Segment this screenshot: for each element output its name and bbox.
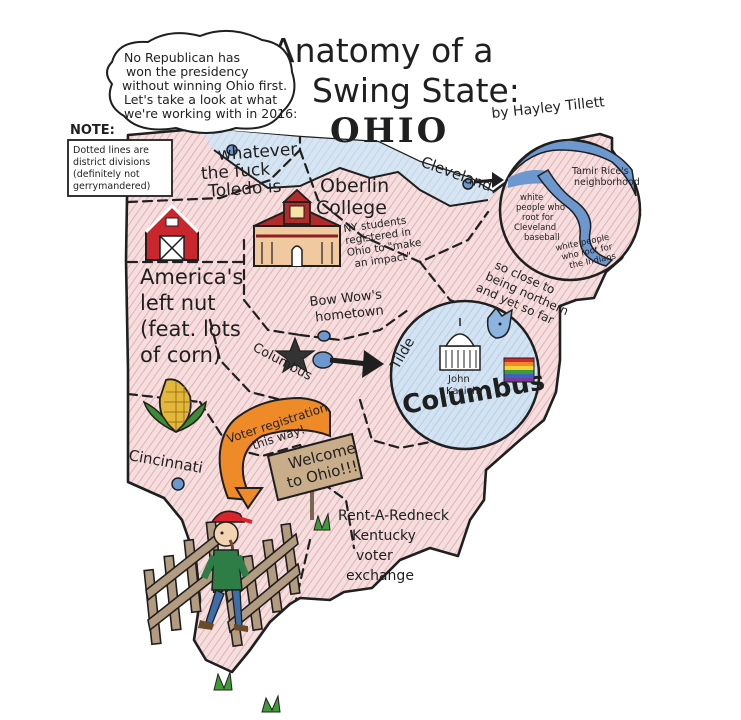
note-line: (definitely not xyxy=(73,169,140,180)
note-heading: NOTE: xyxy=(70,123,115,138)
bow-wow-label: hometown xyxy=(315,303,385,325)
svg-text:Tamir Rice's neighborhoo: Tamir Rice's neighborhood xyxy=(571,166,640,188)
svg-text:Oberlin College: Oberlin College xyxy=(316,175,395,219)
left-nut-label: of corn) xyxy=(140,343,221,367)
svg-text:No Republican has won th: No Republican has won the presidency wit… xyxy=(122,50,297,121)
rainbow-flag-icon xyxy=(503,357,535,383)
toledo-dot xyxy=(226,144,238,156)
inset-white-baseball: Cleveland xyxy=(514,223,556,233)
svg-text:Dotted lines are distric: Dotted lines are district divisions (def… xyxy=(73,145,153,192)
cleveland-dot xyxy=(462,178,474,190)
oberlin-label: College xyxy=(316,197,387,219)
note-line: district divisions xyxy=(73,157,150,168)
redneck-label: Rent-A-Redneck xyxy=(338,508,450,524)
redneck-figure xyxy=(198,510,253,632)
cleveland-inset: Tamir Rice's neighborhood white people w… xyxy=(498,138,642,282)
lake-shore xyxy=(213,149,489,208)
star-icon xyxy=(274,336,316,374)
svg-text:America's left nut (fe: America's left nut (feat. lots of corn) xyxy=(140,265,250,367)
kasich-label: Kasich xyxy=(446,386,478,397)
inset-white-baseball: baseball xyxy=(524,233,560,243)
svg-text:John Kasich: John Kasich xyxy=(446,374,478,397)
redneck-label: Kentucky xyxy=(352,528,416,544)
columbus-inset: John Kasich Tilde Columbus xyxy=(387,299,547,451)
corn-icon xyxy=(142,378,207,434)
note-box: NOTE: Dotted lines are district division… xyxy=(67,123,173,197)
svg-text:Bow Wow's hometown: Bow Wow's hometown xyxy=(309,287,389,326)
note-line: gerrymandered) xyxy=(73,181,150,192)
inset-tamir: Tamir Rice's xyxy=(571,166,629,177)
welcome-sign: Welcome to Ohio!!! xyxy=(266,432,364,520)
left-nut-label: America's xyxy=(140,265,243,289)
intro-cloud: No Republican has won the presidency wit… xyxy=(106,29,297,134)
intro-line: we're working with in 2016: xyxy=(124,106,297,121)
note-line: Dotted lines are xyxy=(73,145,149,156)
intro-line: No Republican has xyxy=(124,50,240,65)
capitol-building-icon xyxy=(439,318,481,371)
cincinnati-dot xyxy=(171,477,185,491)
left-nut-label: (feat. lots xyxy=(140,317,241,341)
schoolhouse-icon xyxy=(253,188,341,267)
svg-text:white people who r: white people who root for Cleveland base… xyxy=(514,193,568,243)
oberlin-label: Oberlin xyxy=(320,175,389,197)
kasich-label: John xyxy=(447,374,470,385)
title-state: OHIO xyxy=(330,111,449,151)
grass-tuft-icon xyxy=(213,512,331,713)
lake-erie xyxy=(200,128,493,206)
inset-white-baseball: white xyxy=(520,193,543,203)
redneck-label: exchange xyxy=(346,568,414,584)
title-line-1: Anatomy of a xyxy=(272,31,494,70)
intro-line: without winning Ohio first. xyxy=(122,78,287,93)
svg-text:white people who root fo: white people who root for the Indians xyxy=(555,232,618,273)
intro-line: won the presidency xyxy=(126,64,249,79)
inset-tamir: neighborhood xyxy=(574,177,640,188)
inset-white-baseball: people who xyxy=(516,203,565,213)
redneck-label: voter xyxy=(356,548,393,564)
bow-wow-dot xyxy=(317,330,331,342)
title-line-2: Swing State: xyxy=(312,71,520,110)
inset-white-baseball: root for xyxy=(522,213,554,223)
intro-line: Let's take a look at what xyxy=(124,92,277,107)
left-nut-label: left nut xyxy=(140,291,216,315)
barn-icon xyxy=(144,203,200,261)
toledo-label: the fuck xyxy=(200,159,271,184)
dog-head-icon xyxy=(486,306,513,339)
columbus-arrow xyxy=(329,357,369,367)
title-block: Anatomy of a Swing State: OHIO by Hayley… xyxy=(272,31,606,151)
svg-text:Rent-A-Redneck Kentucky: Rent-A-Redneck Kentucky voter exchange xyxy=(338,508,453,584)
